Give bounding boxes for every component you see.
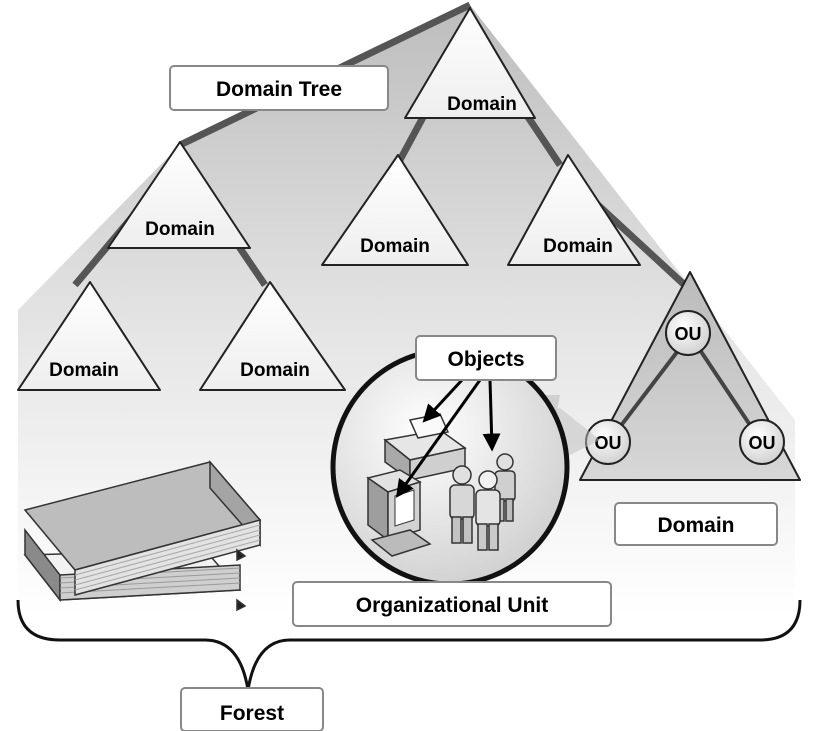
ou-label-left: OU	[595, 433, 622, 453]
ou-circle-right: OU	[739, 419, 785, 465]
domain-label-left-mid: Domain	[145, 219, 215, 240]
organizational-unit-circle	[330, 347, 570, 587]
ou-label-top: OU	[675, 324, 702, 344]
domain-triangle-right-mid: Domain	[507, 154, 641, 266]
object-arrows	[395, 378, 501, 498]
computer-icon	[366, 469, 432, 557]
domain-label-center-mid: Domain	[360, 236, 430, 257]
domain-triangle-left-mid: Domain	[107, 141, 251, 249]
domain-caption-box: Domain	[614, 502, 778, 546]
ou-circle-left: OU	[585, 419, 631, 465]
users-icon	[449, 453, 516, 551]
domain-triangle-center-mid: Domain	[321, 154, 469, 266]
domain-triangle-top: Domain	[404, 7, 536, 119]
domain-label-right-mid: Domain	[543, 236, 613, 257]
domain-triangle-left-bottom: Domain	[17, 281, 161, 391]
printer-icon	[383, 413, 467, 482]
domain-triangle-right-bottom: Domain	[199, 281, 346, 391]
domain-tree-label-box: Domain Tree	[169, 65, 389, 111]
ou-circle-top: OU	[665, 310, 711, 356]
organizational-unit-label-box: Organizational Unit	[292, 581, 612, 627]
objects-label: Objects	[447, 348, 524, 371]
objects-label-box: Objects	[415, 335, 557, 381]
forest-label: Forest	[220, 702, 284, 725]
forest-label-box: Forest	[180, 687, 324, 731]
domain-label-left-bottom: Domain	[49, 360, 119, 381]
domain-label-top: Domain	[447, 94, 517, 115]
domain-tree-label: Domain Tree	[216, 78, 342, 101]
domain-label-right-bottom: Domain	[240, 360, 310, 381]
ou-label-right: OU	[749, 433, 776, 453]
organizational-unit-label: Organizational Unit	[356, 594, 549, 617]
book-icon	[23, 459, 262, 612]
domain-caption-label: Domain	[657, 514, 734, 537]
